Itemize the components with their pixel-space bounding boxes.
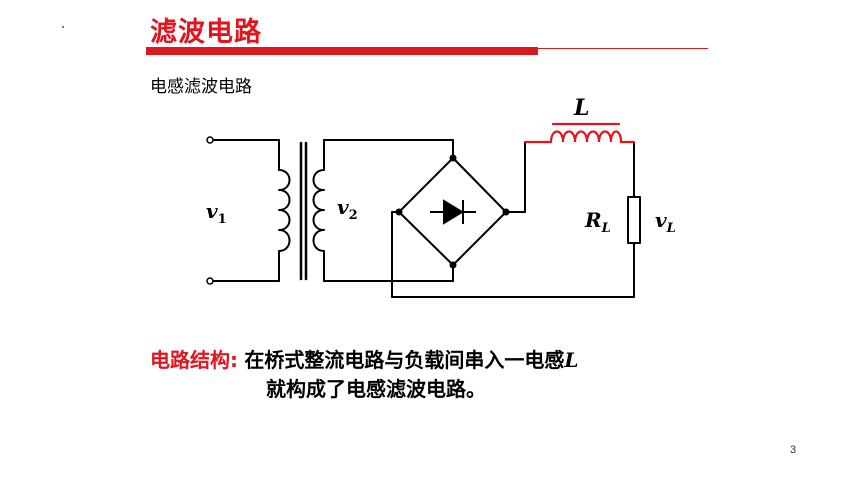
structure-label: 电路结构:: [150, 348, 238, 372]
secondary-coil: [312, 169, 325, 252]
inductor-coil: [549, 130, 623, 144]
inductor-branch: [523, 122, 636, 144]
structure-text-line2: 就构成了电感滤波电路。: [266, 377, 486, 401]
primary-coil: [278, 169, 291, 252]
input-terminal-top: [206, 136, 214, 144]
corner-dot: [62, 26, 64, 28]
structure-description: 电路结构: 在桥式整流电路与负载间串入一电感L 就构成了电感滤波电路。: [150, 346, 578, 404]
title-underline-thick: [146, 47, 538, 55]
diode-symbol: [430, 199, 476, 225]
terminals: [206, 136, 510, 285]
slide-subtitle: 电感滤波电路: [150, 77, 252, 97]
structure-symbol-l: L: [564, 348, 579, 372]
label-inductor: L: [573, 95, 589, 121]
label-load-resistor: RL: [584, 208, 611, 236]
label-v1: v1: [206, 199, 227, 227]
title-underline-thin: [538, 48, 708, 49]
label-v2: v2: [337, 195, 358, 223]
slide-title: 滤波电路: [150, 17, 262, 48]
structure-text-line1: 在桥式整流电路与负载间串入一电感: [244, 348, 565, 372]
page-number: 3: [790, 444, 797, 456]
junction-dot-right: [502, 208, 510, 216]
junction-dot-top: [449, 154, 457, 162]
input-terminal-bottom: [206, 277, 214, 285]
junction-dot-left: [395, 208, 403, 216]
load-resistor: [627, 196, 641, 244]
label-output-voltage: vL: [655, 208, 676, 236]
junction-dot-bottom: [449, 261, 457, 269]
